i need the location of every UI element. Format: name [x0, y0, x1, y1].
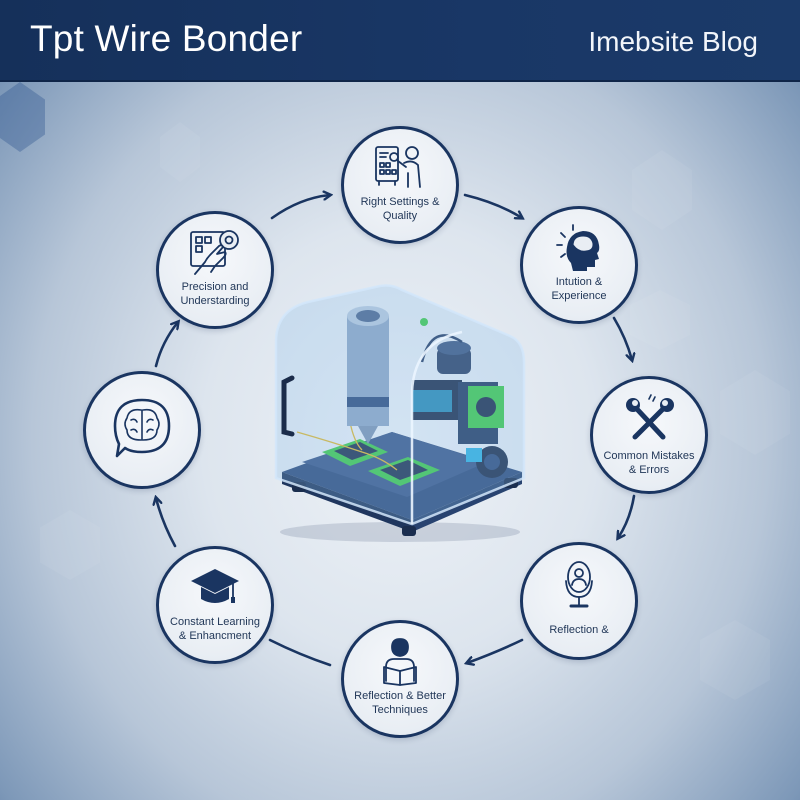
head-brain-idea-icon: [556, 224, 600, 271]
cycle-node-constant-learning: Constant Learning & Enhancment: [156, 546, 274, 664]
blog-name: Imebsite Blog: [588, 26, 758, 57]
cycle-node-reflection: Reflection &: [520, 542, 638, 660]
node-label-line1: Reflection &: [549, 624, 609, 636]
node-label-line1: Precision and: [181, 281, 249, 293]
node-label-line2: & Enhancment: [178, 630, 252, 642]
wire-bonder-machine-illustration: [274, 284, 526, 542]
brain-speech-bubble-icon: [113, 398, 171, 458]
bg-hexagon: [160, 122, 200, 182]
node-label-line2: Quality: [382, 210, 418, 222]
cycle-node-intuition: Intution & Experience: [520, 206, 638, 324]
cycle-node-brain-chat: [83, 371, 201, 489]
node-label-line1: Constant Learning: [170, 616, 260, 628]
arrow-precision-to-settings: [270, 195, 330, 220]
node-label-line1: Right Settings &: [360, 196, 440, 208]
person-reading-book-icon: [383, 638, 417, 686]
cycle-node-reflection-better: Reflection & Better Techniques: [341, 620, 459, 738]
node-label-line2: Experience: [551, 290, 607, 302]
bg-hexagon: [720, 370, 790, 455]
node-label-line2: Understarding: [180, 295, 250, 307]
node-label-line2: Techniques: [372, 704, 428, 716]
mirror-person-icon: [565, 561, 593, 608]
node-label-line2: & Errors: [628, 464, 670, 476]
cycle-node-common-mistakes: Common Mistakes & Errors: [590, 376, 708, 494]
cycle-node-right-settings: Right Settings & Quality: [341, 126, 459, 244]
arrow-brain-to-precision: [154, 322, 178, 368]
arrow-reflection-to-better: [467, 638, 524, 663]
node-label-line1: Reflection & Better: [354, 690, 446, 702]
bg-hexagon: [630, 290, 690, 350]
arrow-intuition-to-mistakes: [612, 316, 632, 360]
engineer-at-control-panel-icon: [375, 146, 421, 188]
arrow-mistakes-to-reflection: [618, 494, 636, 538]
arrow-settings-to-intuition: [463, 193, 522, 218]
arrow-learning-to-brain: [156, 498, 177, 548]
graduation-cap-icon: [191, 569, 239, 603]
hand-touch-panel-gear-icon: [190, 230, 239, 275]
connector-better-to-learning: [268, 638, 332, 667]
cycle-node-precision: Precision and Understarding: [156, 211, 274, 329]
header-bar: Tpt Wire Bonder Imebsite Blog: [0, 0, 800, 82]
node-label-line1: Common Mistakes: [603, 450, 695, 462]
crossed-wrenches-icon: [626, 394, 674, 440]
page-title: Tpt Wire Bonder: [30, 18, 303, 59]
bg-hexagon: [40, 510, 100, 580]
node-label-line1: Intution &: [555, 276, 603, 288]
